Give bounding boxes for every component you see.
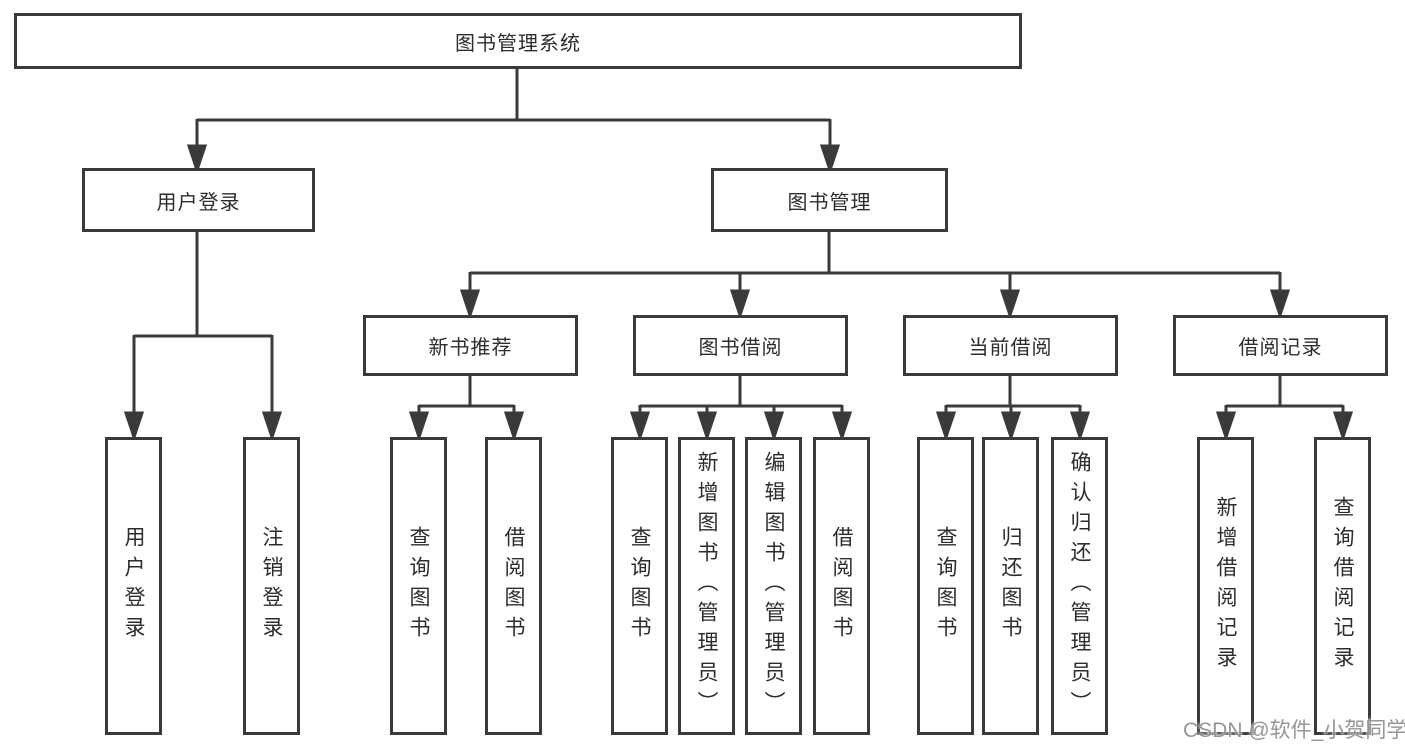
node-user-login-label: 用户登录 [156,191,241,214]
leaf-newbooks-borrow-books: 借阅图书 [485,437,542,735]
leaf-user-login: 用户登录 [105,437,162,735]
leaf-borrow-add-books-admin-label: 新增图书（管理员） [695,451,718,721]
node-book-borrowing-label: 图书借阅 [698,337,783,359]
leaf-records-query-record-label: 查询借阅记录 [1331,496,1354,676]
leaf-borrow-add-books-admin: 新增图书（管理员） [678,437,735,735]
node-borrowing-records: 借阅记录 [1173,315,1388,376]
leaf-newbooks-query-books: 查询图书 [390,437,447,735]
leaf-records-query-record: 查询借阅记录 [1314,437,1371,735]
leaf-borrow-query-books-label: 查询图书 [628,526,651,646]
node-borrowing-records-label: 借阅记录 [1238,337,1323,359]
leaf-logout-label: 注销登录 [260,526,283,646]
leaf-user-login-label: 用户登录 [122,526,145,646]
leaf-current-return-books-label: 归还图书 [999,526,1022,646]
leaf-current-confirm-return-admin: 确认归还（管理员） [1051,437,1108,735]
node-book-borrowing: 图书借阅 [633,315,848,376]
leaf-borrow-edit-books-admin-label: 编辑图书（管理员） [762,451,785,721]
leaf-borrow-edit-books-admin: 编辑图书（管理员） [745,437,802,735]
leaf-records-add-record: 新增借阅记录 [1197,437,1254,735]
leaf-logout: 注销登录 [243,437,300,735]
leaf-current-query-books-label: 查询图书 [934,526,957,646]
leaf-newbooks-query-books-label: 查询图书 [407,526,430,646]
node-current-borrowing: 当前借阅 [903,315,1118,376]
node-new-book-recommendation: 新书推荐 [363,315,578,376]
leaf-borrow-query-books: 查询图书 [611,437,668,735]
node-user-login: 用户登录 [82,168,315,232]
leaf-records-add-record-label: 新增借阅记录 [1214,496,1237,676]
csdn-watermark: CSDN @软件_小贺同学 [1183,719,1405,742]
leaf-borrow-borrow-books-label: 借阅图书 [830,526,853,646]
node-book-management-label: 图书管理 [787,191,872,214]
leaf-borrow-borrow-books: 借阅图书 [813,437,870,735]
leaf-current-confirm-return-admin-label: 确认归还（管理员） [1068,451,1091,721]
node-book-management: 图书管理 [711,168,948,232]
node-current-borrowing-label: 当前借阅 [968,337,1053,359]
leaf-current-return-books: 归还图书 [982,437,1039,735]
leaf-newbooks-borrow-books-label: 借阅图书 [502,526,525,646]
node-root-label: 图书管理系统 [455,32,581,55]
leaf-current-query-books: 查询图书 [917,437,974,735]
node-new-book-recommendation-label: 新书推荐 [428,337,513,359]
node-root-library-system: 图书管理系统 [14,13,1022,69]
